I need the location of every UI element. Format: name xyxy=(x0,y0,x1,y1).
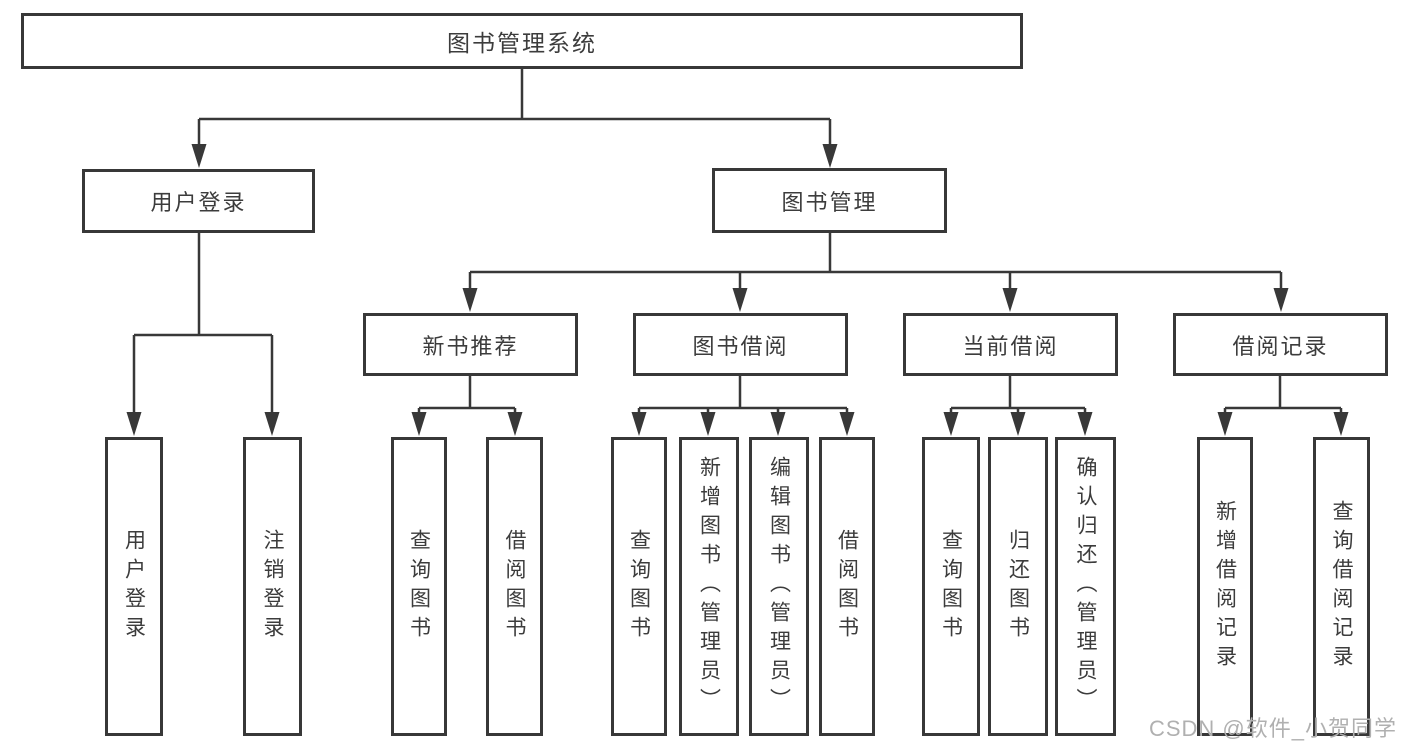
node-label: 借阅图书 xyxy=(503,528,526,645)
node-label: 查询图书 xyxy=(627,528,651,645)
node-book-borrow: 图书借阅 xyxy=(633,313,848,376)
node-label: 查询图书 xyxy=(939,528,963,645)
node-leaf-borrow-books-recommend: 借阅图书 xyxy=(486,437,543,736)
node-leaf-query-books-borrow: 查询图书 xyxy=(611,437,667,736)
node-label: 借阅记录 xyxy=(1232,333,1329,359)
node-label: 查询图书 xyxy=(407,528,431,645)
node-label: 用户登录 xyxy=(122,528,146,645)
node-label: 图书借阅 xyxy=(692,333,789,359)
node-leaf-logout: 注销登录 xyxy=(243,437,302,736)
csdn-watermark: CSDN @软件_小贺同学 xyxy=(1148,716,1397,741)
node-current-borrow: 当前借阅 xyxy=(903,313,1118,376)
node-label: 新书推荐 xyxy=(422,333,519,359)
node-label: 新增借阅记录 xyxy=(1213,499,1237,674)
node-leaf-return-books: 归还图书 xyxy=(988,437,1048,736)
node-book-management: 图书管理 xyxy=(712,168,947,233)
node-borrow-records: 借阅记录 xyxy=(1173,313,1388,376)
node-label: 图书管理 xyxy=(781,189,878,215)
node-leaf-query-books-recommend: 查询图书 xyxy=(391,437,447,736)
node-user-login: 用户登录 xyxy=(82,169,315,233)
node-label: 新增图书（管理员） xyxy=(697,456,721,717)
node-label: 图书管理系统 xyxy=(447,30,597,56)
node-leaf-borrow-books-borrow: 借阅图书 xyxy=(819,437,875,736)
node-leaf-edit-books-admin: 编辑图书（管理员） xyxy=(749,437,809,736)
node-leaf-add-borrow-record: 新增借阅记录 xyxy=(1197,437,1253,736)
node-label: 用户登录 xyxy=(150,190,247,215)
node-leaf-query-borrow-record: 查询借阅记录 xyxy=(1313,437,1370,736)
node-label: 编辑图书（管理员） xyxy=(767,456,791,717)
node-new-book-recommend: 新书推荐 xyxy=(363,313,578,376)
node-leaf-add-books-admin: 新增图书（管理员） xyxy=(679,437,739,736)
node-library-management-system: 图书管理系统 xyxy=(21,13,1023,69)
node-label: 当前借阅 xyxy=(962,333,1059,359)
node-label: 查询借阅记录 xyxy=(1330,499,1353,674)
node-leaf-confirm-return-admin: 确认归还（管理员） xyxy=(1055,437,1116,736)
node-label: 归还图书 xyxy=(1006,528,1030,645)
node-leaf-user-login: 用户登录 xyxy=(105,437,163,736)
node-label: 借阅图书 xyxy=(835,528,859,645)
node-label: 确认归还（管理员） xyxy=(1074,456,1097,717)
node-leaf-query-books-current: 查询图书 xyxy=(922,437,980,736)
node-label: 注销登录 xyxy=(261,528,284,645)
